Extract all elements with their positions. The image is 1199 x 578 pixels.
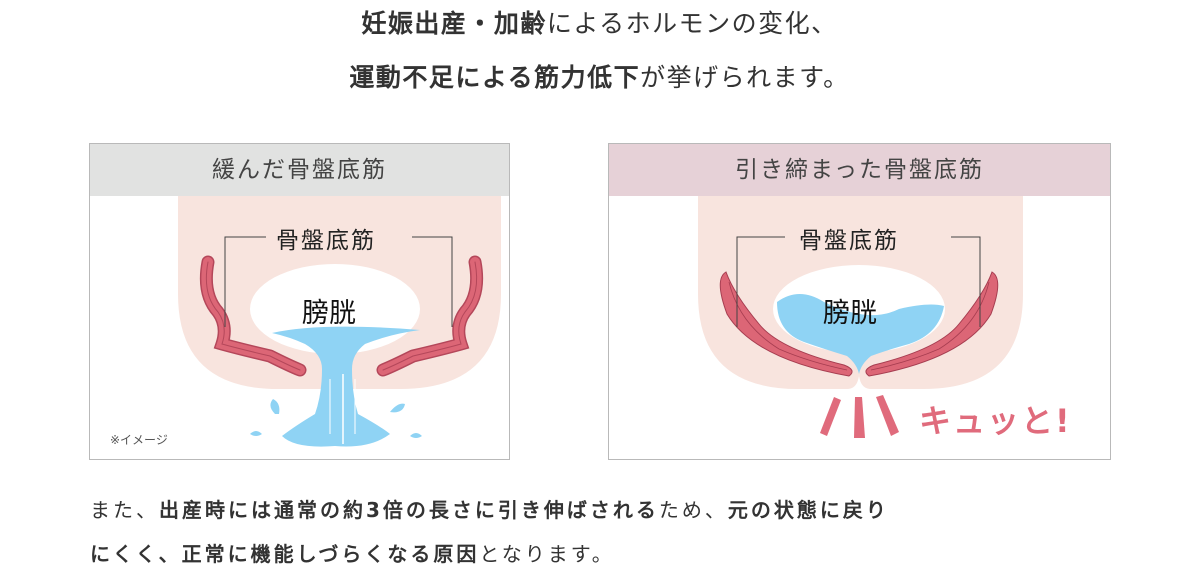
toned-pelvic-floor-illustration (698, 196, 1023, 438)
body-line-1: また、出産時には通常の約3倍の長さに引き伸ばされるため、元の状態に戻り (90, 494, 889, 523)
body-segment: にくく、正常に機能しづらくなる原因 (90, 542, 480, 566)
pelvic-floor-muscle-right (376, 255, 484, 377)
urine-flow (272, 326, 420, 447)
body-segment: 出産時には通常の約3倍の長さに引き伸ばされる (159, 498, 659, 522)
urine (777, 294, 944, 374)
pelvic-floor-muscle-right (865, 271, 999, 377)
image-note: ※イメージ (110, 433, 168, 447)
label-leader-left (224, 236, 266, 327)
heading-segment: によるホルモンの変化、 (546, 9, 838, 38)
label-leader-right (951, 236, 981, 327)
tightening-rays-icon (820, 395, 899, 438)
heading-segment: 妊娠出産・加齢 (361, 9, 547, 38)
relaxed-pelvic-floor-panel: 緩んだ骨盤底筋 骨盤底筋 膀胱 ※イメージ (89, 143, 510, 460)
body-line-2: にくく、正常に機能しづらくなる原因となります。 (90, 538, 615, 567)
toned-pelvic-floor-panel: 引き締まった骨盤底筋 骨盤底筋 膀胱 キュッと! (608, 143, 1111, 460)
body-segment: となります。 (479, 542, 615, 566)
muscle-label: 骨盤底筋 (276, 228, 376, 254)
label-leader-right (412, 236, 453, 327)
body-segment: 元の状態に戻り (727, 498, 889, 522)
heading-line-2: 運動不足による筋力低下が挙げられます。 (0, 58, 1199, 94)
heading-segment: 運動不足による筋力低下 (349, 63, 641, 92)
body-segment: また、 (90, 498, 159, 522)
label-leader-left (736, 236, 785, 327)
tighten-callout: キュッと! (919, 402, 1072, 440)
pelvic-floor-muscle-left (199, 255, 307, 377)
bladder-label: 膀胱 (823, 298, 877, 329)
body-segment: ため、 (658, 498, 728, 522)
panel-title: 引き締まった骨盤底筋 (609, 144, 1110, 196)
heading-segment: が挙げられます。 (640, 63, 850, 92)
muscle-label: 骨盤底筋 (799, 228, 899, 254)
bladder-label: 膀胱 (302, 298, 356, 329)
heading-line-1: 妊娠出産・加齢によるホルモンの変化、 (0, 4, 1199, 40)
relaxed-pelvic-floor-illustration (178, 196, 501, 447)
panel-title: 緩んだ骨盤底筋 (90, 144, 509, 196)
